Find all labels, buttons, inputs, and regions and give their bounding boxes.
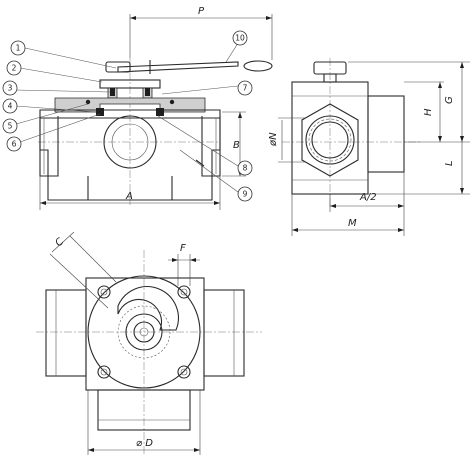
plan-left-port	[45, 289, 87, 377]
callout-2-label: 2	[12, 64, 17, 73]
dim-c-label: C	[54, 236, 67, 249]
front-section-view: P A B 1	[2, 6, 273, 210]
dim-h-label: H	[423, 108, 434, 116]
plan-flange-circle	[87, 275, 201, 389]
plan-bottom-port	[97, 389, 191, 431]
dim-b-label: B	[233, 140, 240, 151]
f-arrows	[172, 258, 196, 262]
right-end-port	[201, 116, 221, 177]
callout-10-label: 10	[235, 34, 245, 43]
side-port-outer	[305, 115, 355, 165]
seat-left	[96, 108, 104, 116]
callout-1-label: 1	[16, 44, 21, 53]
dim-m-label: M	[348, 218, 357, 229]
l-arrow	[460, 188, 464, 194]
callout-7: 7	[237, 80, 253, 96]
dim-d-label: ⌀ D	[136, 438, 153, 449]
callout-3: 3	[2, 80, 18, 96]
plan-right-port	[203, 289, 245, 377]
side-branch-port	[367, 95, 405, 173]
stem-collar	[125, 313, 163, 351]
callout-10: 10	[232, 30, 248, 46]
body-cap-section	[54, 97, 206, 113]
callout-1: 1	[10, 40, 26, 56]
side-view: G H L øN A/2 M	[268, 58, 470, 236]
callout-5: 5	[2, 118, 18, 134]
stem-seal-right	[145, 88, 150, 96]
stem-nut	[133, 321, 155, 343]
dim-g-label: G	[444, 96, 455, 104]
dim-p-label: P	[198, 6, 205, 17]
gland	[99, 79, 161, 89]
stem-seal-left	[110, 88, 115, 96]
callout-leaders	[15, 39, 241, 193]
callout-5-label: 5	[8, 122, 13, 131]
plan-view: C F ⌀ D	[36, 231, 262, 455]
ball-bore	[111, 123, 149, 161]
side-port-bore	[311, 121, 349, 159]
seat-right	[156, 108, 164, 116]
bolt-hole-br	[177, 365, 191, 379]
side-port-thread	[308, 118, 352, 162]
dim-f-label: F	[180, 243, 186, 254]
lever-grip	[243, 60, 273, 72]
lever-arm	[117, 61, 239, 73]
dim-a2-label: A/2	[359, 192, 377, 203]
callout-6-label: 6	[12, 140, 17, 149]
callout-9-label: 9	[243, 190, 248, 199]
bolt-hole-tl	[97, 285, 111, 299]
callout-7-label: 7	[243, 84, 248, 93]
bolt-hole-bl	[97, 365, 111, 379]
dim-l-label: L	[444, 160, 455, 166]
bolt-hole-tr	[177, 285, 191, 299]
callout-8: 8	[237, 160, 253, 176]
stem-pitch-circle	[117, 305, 171, 359]
callout-2: 2	[6, 60, 22, 76]
detail-mark	[195, 159, 205, 167]
c-ext-line-1	[49, 253, 109, 309]
callout-9: 9	[237, 186, 253, 202]
c-ext-line-2	[69, 235, 117, 283]
callout-4: 4	[2, 98, 18, 114]
stem-center	[139, 327, 149, 337]
left-end-port	[39, 116, 59, 177]
callout-3-label: 3	[8, 84, 13, 93]
ball	[103, 115, 157, 169]
bottom-port	[87, 176, 173, 200]
callout-4-label: 4	[8, 102, 13, 111]
h-arrows	[438, 82, 442, 142]
callout-8-label: 8	[243, 164, 248, 173]
oring-left	[85, 99, 91, 105]
dim-a-label: A	[125, 191, 133, 202]
oring-right	[169, 99, 175, 105]
dim-n-label: øN	[268, 132, 279, 147]
lever-hub-plate	[117, 286, 179, 331]
c-dim-line	[51, 231, 75, 253]
callout-6: 6	[6, 136, 22, 152]
side-port-hex	[301, 103, 359, 177]
